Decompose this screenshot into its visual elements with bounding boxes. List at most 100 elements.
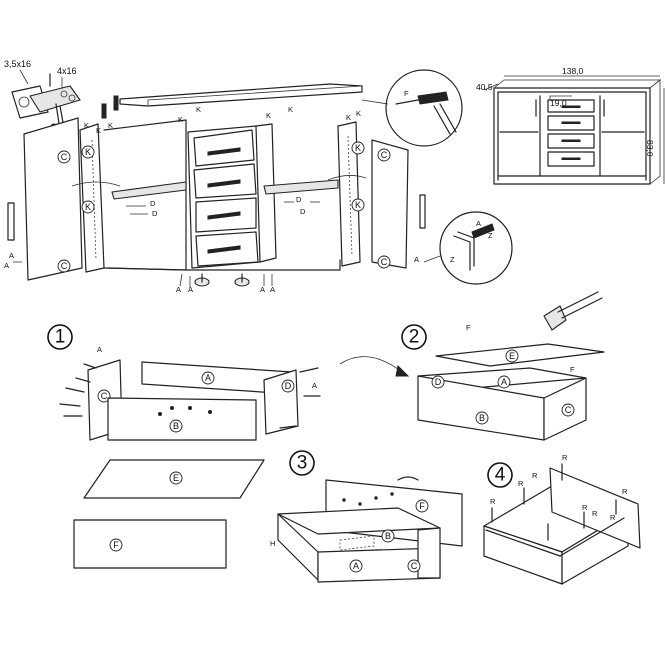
svg-text:R: R: [622, 487, 628, 496]
svg-text:A: A: [353, 561, 359, 571]
svg-text:R: R: [562, 453, 568, 462]
svg-text:D: D: [150, 199, 156, 208]
svg-text:K: K: [108, 121, 113, 130]
svg-text:F: F: [570, 365, 575, 374]
right-side-panel: [337, 121, 361, 267]
svg-text:K: K: [355, 200, 361, 210]
dim-depth: 40,5: [476, 82, 493, 92]
svg-text:C: C: [381, 150, 388, 160]
svg-text:A: A: [176, 285, 181, 294]
left-side-panel: [79, 123, 105, 273]
svg-text:A: A: [260, 285, 265, 294]
svg-text:A: A: [188, 285, 193, 294]
svg-text:H: H: [270, 539, 275, 548]
drawer-1: [193, 129, 255, 167]
svg-text:A: A: [270, 285, 275, 294]
dimension-view: 138,0 40,5 19,0 83,0: [476, 66, 665, 185]
svg-text:K: K: [85, 202, 91, 212]
right-shelf: [263, 179, 339, 195]
top-board: [119, 83, 363, 107]
panel-d: [263, 369, 299, 435]
left-door-handle: [7, 202, 15, 241]
svg-text:D: D: [152, 209, 158, 218]
hammer-head: [543, 305, 567, 331]
svg-text:C: C: [565, 405, 572, 415]
svg-text:C: C: [61, 152, 68, 162]
svg-text:R: R: [532, 471, 538, 480]
step-badge: [289, 450, 315, 476]
step-badge: [487, 462, 513, 488]
svg-text:B: B: [173, 421, 179, 431]
panel-b: [107, 397, 257, 441]
svg-text:F: F: [466, 323, 471, 332]
svg-text:K: K: [178, 115, 183, 124]
step-number: 2: [409, 327, 420, 348]
svg-text:K: K: [196, 105, 201, 114]
dim-width: 138,0: [562, 66, 584, 76]
panel-e-flat: [435, 343, 605, 367]
svg-text:K: K: [356, 109, 361, 118]
svg-text:B: B: [385, 531, 391, 541]
svg-text:C: C: [381, 257, 388, 267]
allen-key-detail: A Z Z: [423, 211, 513, 285]
svg-text:K: K: [266, 111, 271, 120]
svg-text:Z: Z: [450, 255, 455, 264]
svg-text:D: D: [285, 381, 292, 391]
dimension-front: [493, 87, 651, 185]
drawer-final-panel: [549, 467, 641, 549]
step-number: 1: [55, 327, 66, 348]
step-1: 1 A C D B A A: [47, 324, 410, 441]
svg-text:D: D: [435, 377, 442, 387]
dim-drawer: 19,0: [550, 98, 567, 108]
hinge-detail: 3,5x16 4x16: [4, 59, 81, 131]
dim-height: 83,0: [645, 140, 655, 157]
svg-text:E: E: [173, 473, 179, 483]
svg-text:A: A: [312, 381, 317, 390]
svg-text:F: F: [113, 540, 119, 550]
svg-text:A: A: [9, 251, 14, 260]
panel-f: [73, 519, 227, 569]
step-2: 2 E F F A D B C: [401, 291, 605, 441]
step-number: 4: [495, 465, 506, 486]
svg-text:D: D: [296, 195, 302, 204]
step-badge: [401, 324, 427, 350]
step-number: 3: [297, 453, 308, 474]
step-4: 4 R R R R R R R R: [483, 453, 641, 585]
svg-text:R: R: [592, 509, 598, 518]
svg-text:D: D: [300, 207, 306, 216]
svg-text:C: C: [61, 261, 68, 271]
svg-text:R: R: [582, 503, 588, 512]
svg-text:K: K: [288, 105, 293, 114]
svg-text:K: K: [355, 143, 361, 153]
svg-text:A: A: [501, 377, 507, 387]
svg-text:R: R: [490, 497, 496, 506]
svg-text:A: A: [205, 373, 211, 383]
svg-text:A: A: [414, 255, 419, 264]
step-3: 3 F B D H H A C: [270, 450, 463, 583]
svg-text:C: C: [101, 391, 108, 401]
svg-text:K: K: [85, 147, 91, 157]
screwdriver-detail: F: [361, 69, 463, 147]
svg-text:C: C: [411, 561, 418, 571]
svg-text:K: K: [84, 121, 89, 130]
screw-size-b: 4x16: [57, 66, 77, 76]
svg-text:K: K: [346, 113, 351, 122]
svg-text:R: R: [610, 513, 616, 522]
left-door: [23, 117, 83, 281]
right-door: [371, 139, 409, 269]
svg-text:B: B: [479, 413, 485, 423]
svg-text:E: E: [509, 351, 515, 361]
svg-text:Z: Z: [488, 231, 493, 240]
step-badge: [47, 324, 73, 350]
svg-text:A: A: [4, 261, 9, 270]
svg-text:F: F: [419, 501, 425, 511]
svg-text:A: A: [97, 345, 102, 354]
drawer-2: [193, 163, 257, 199]
left-shelf: [111, 181, 187, 200]
screw-size-a: 3,5x16: [4, 59, 31, 69]
exploded-cabinet-view: C C A A K K K K K D D: [4, 83, 426, 294]
svg-text:R: R: [518, 479, 524, 488]
loose-panels: E F: [73, 459, 265, 569]
svg-text:A: A: [476, 219, 481, 228]
